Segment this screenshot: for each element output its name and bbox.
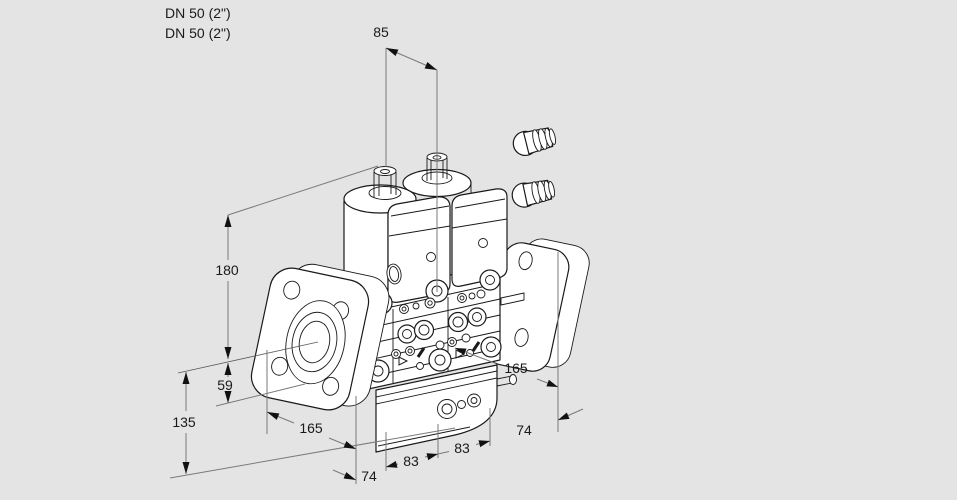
- dim-flange-to-axis-left: [266, 350, 357, 450]
- flange-bolt-hole: [322, 376, 340, 396]
- unit-connectors: [437, 393, 481, 419]
- flange-centerline: [177, 341, 319, 374]
- dim-label-83-a: 83: [403, 453, 419, 469]
- dim-label-59: 59: [217, 377, 233, 393]
- dim-center-to-body-bottom: [215, 363, 306, 407]
- dim-label-165-left: 165: [299, 420, 323, 436]
- dn-label-2: DN 50 (2"): [165, 25, 231, 41]
- dim-label-180: 180: [215, 262, 239, 278]
- dim-label-85: 85: [373, 24, 389, 40]
- right-flange: [484, 238, 590, 372]
- dim-label-165-right: 165: [504, 360, 528, 376]
- flange-bolt-hole: [514, 328, 529, 347]
- dim-label-83-b: 83: [454, 440, 470, 456]
- flange-tab: [500, 292, 525, 306]
- flange-bolt-hole: [271, 356, 289, 376]
- flange-bore: [298, 320, 331, 364]
- cover-hole: [426, 252, 436, 262]
- dim-base-width-left: [332, 396, 357, 484]
- dim-stem-spacing: [385, 47, 438, 292]
- test-nipple: [496, 374, 517, 387]
- dim-label-135: 135: [172, 414, 196, 430]
- slot-mark: [471, 341, 481, 352]
- dim-axis-to-flange-right: [454, 252, 559, 432]
- adjustment-stem-left: [373, 166, 397, 197]
- cover-hole: [478, 238, 488, 248]
- dim-axis-spacing: [385, 408, 491, 471]
- dim-base-width-right: [557, 408, 584, 421]
- coil-cover-right: [451, 188, 508, 287]
- dim-height-overall: [224, 165, 379, 359]
- dim-center-to-base: [169, 372, 456, 479]
- control-unit: [375, 364, 517, 453]
- left-flange: [250, 263, 390, 411]
- flange-bolt-hole: [518, 251, 533, 271]
- coil-cover-left: [386, 196, 451, 303]
- flow-arrow-marker: [398, 356, 409, 366]
- cable-entry-oval: [386, 263, 402, 285]
- flange-bolt-hole: [283, 280, 301, 300]
- slot-mark: [416, 347, 426, 358]
- cable-gland-2: [511, 179, 556, 208]
- dim-label-74-left: 74: [361, 468, 377, 484]
- dimension-lines: [169, 47, 584, 484]
- dim-label-74-right: 74: [516, 422, 532, 438]
- dn-label-1: DN 50 (2"): [165, 5, 231, 21]
- labels: DN 50 (2") DN 50 (2") 85 180 59 135 165 …: [165, 5, 532, 484]
- cable-gland-1: [512, 127, 557, 157]
